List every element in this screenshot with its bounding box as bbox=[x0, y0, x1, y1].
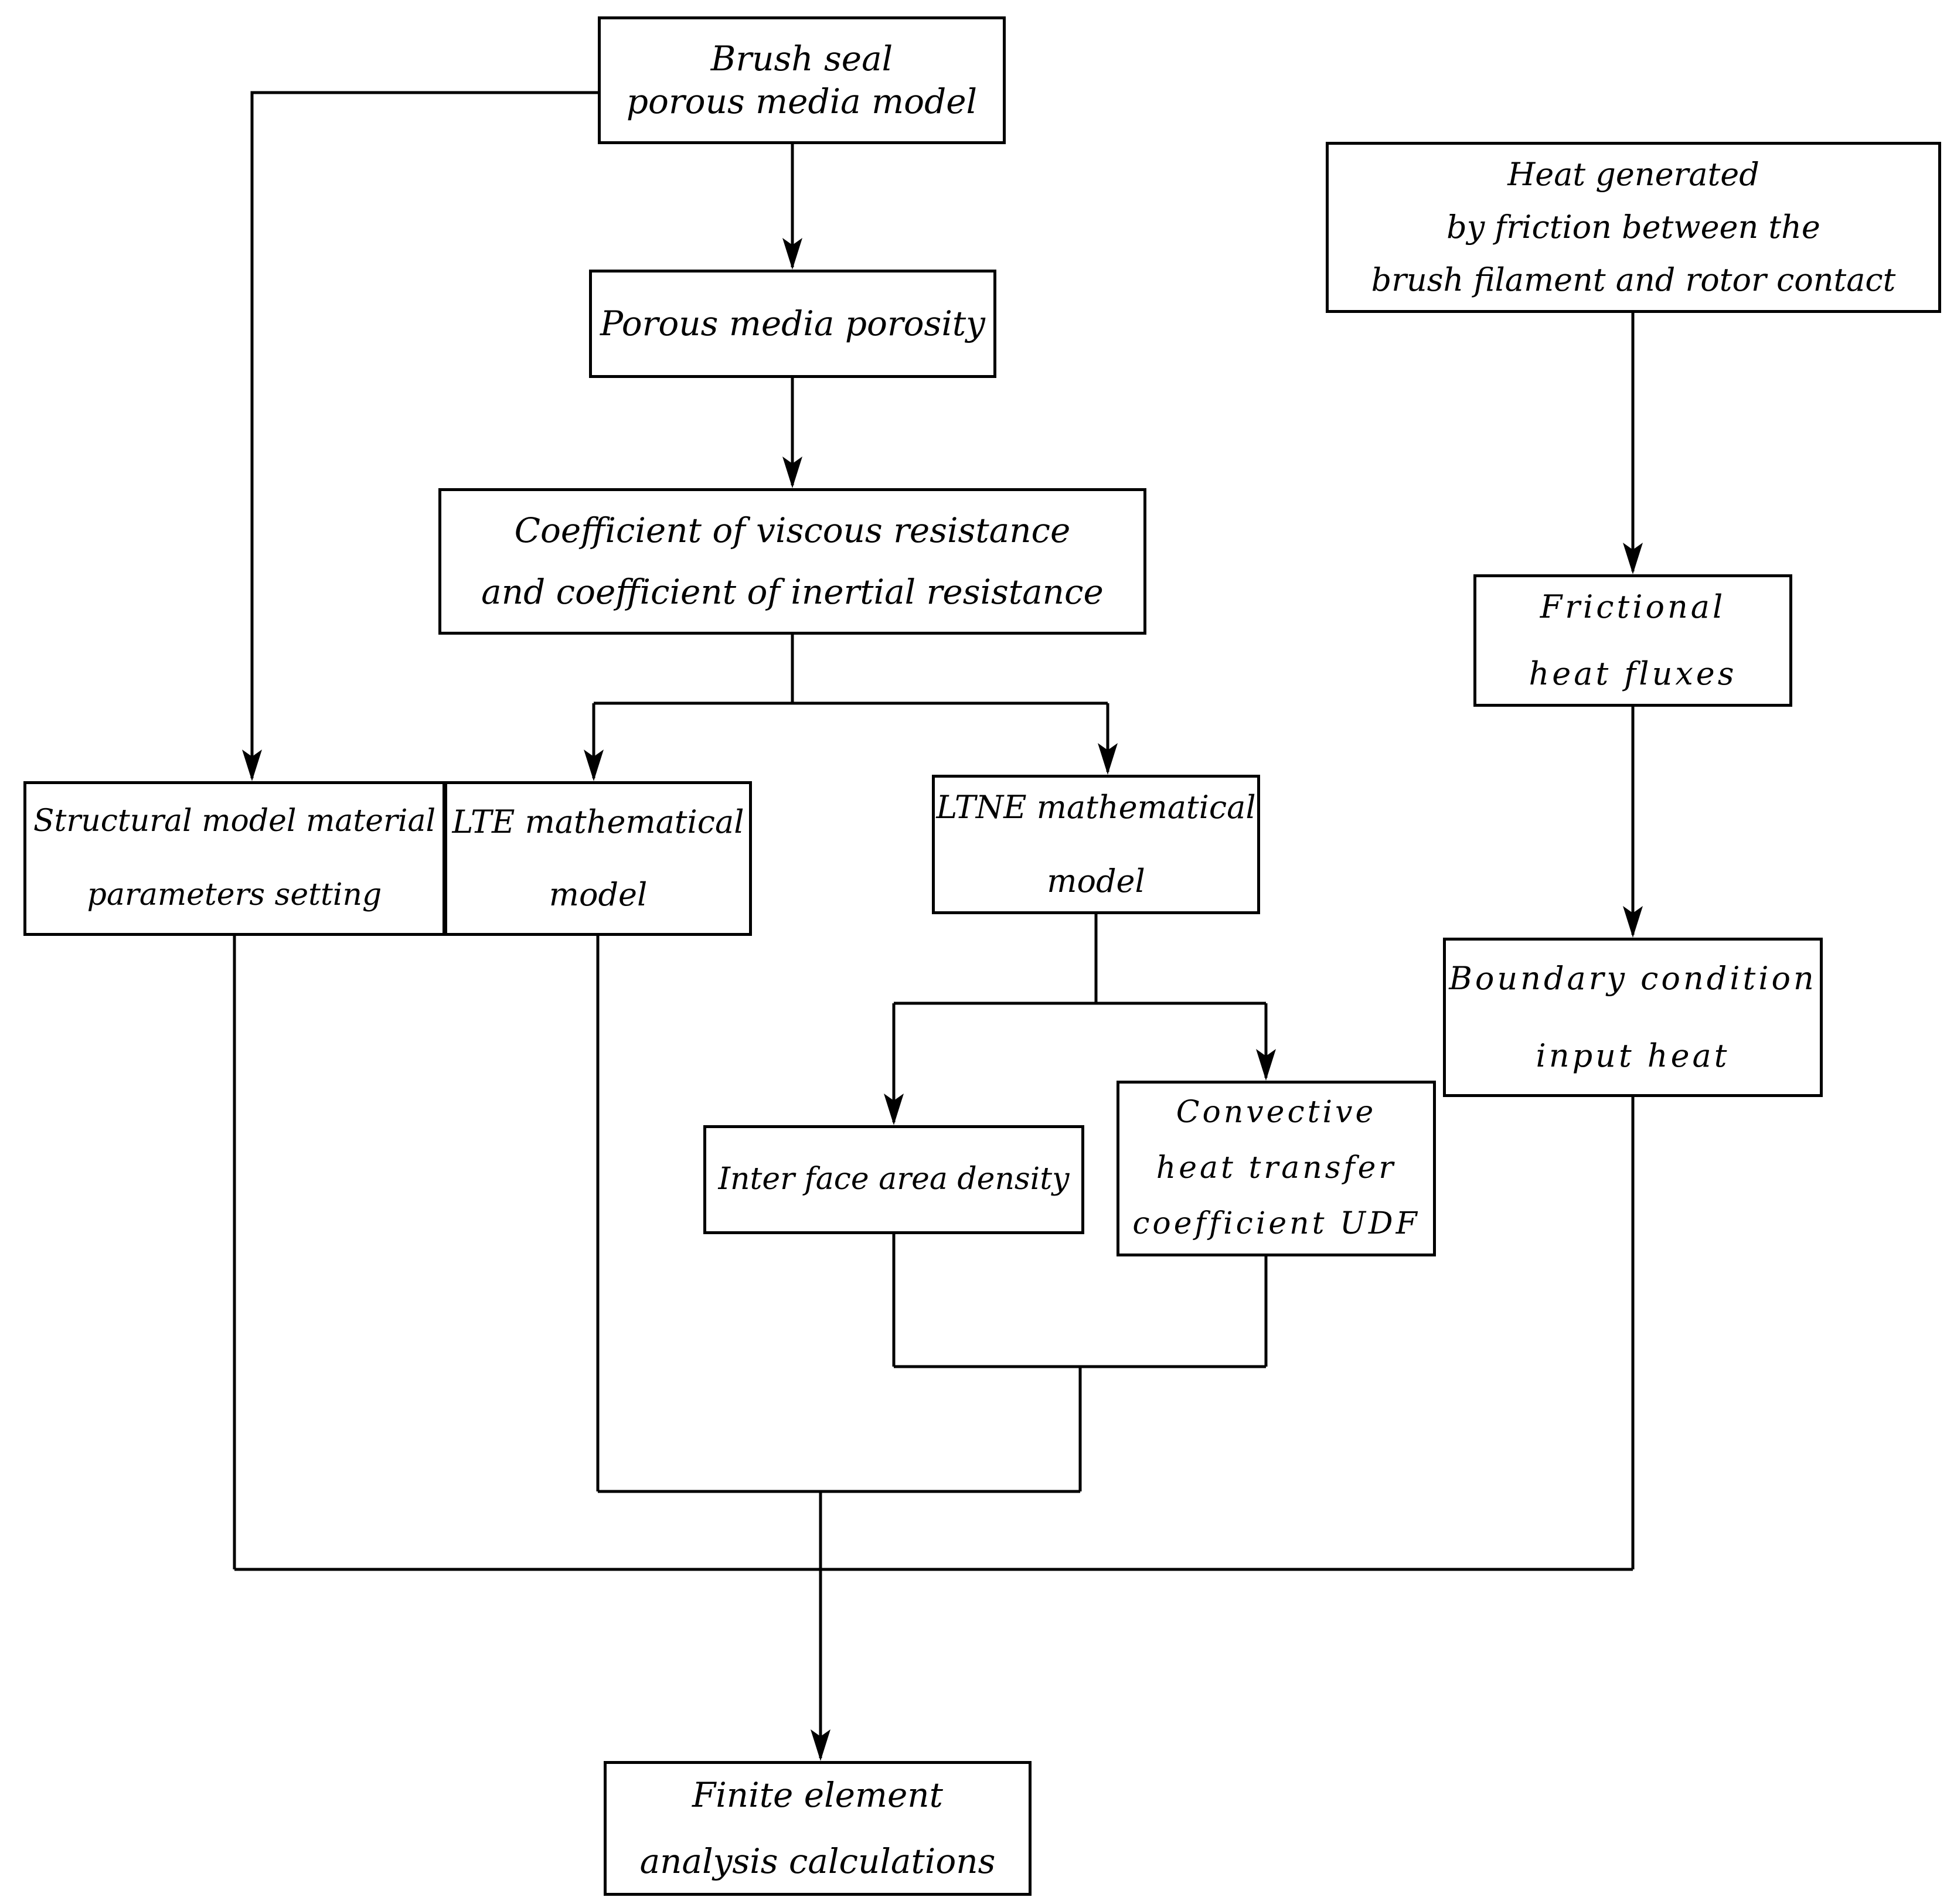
node-label-line: Coefficient of viscous resistance bbox=[514, 510, 1071, 550]
connector-brush-seal-to-structural bbox=[250, 91, 598, 778]
node-label-line: model bbox=[1047, 862, 1145, 900]
node-label-line: Structural model material bbox=[33, 803, 436, 839]
node-label-line: Porous media porosity bbox=[600, 304, 985, 344]
node-viscous-inertial-resistance: Coefficient of viscous resistance and co… bbox=[438, 488, 1146, 635]
node-label-line: and coefficient of inertial resistance bbox=[481, 572, 1104, 612]
node-label-line: parameters setting bbox=[87, 877, 382, 913]
node-label-line: Brush seal bbox=[710, 39, 893, 79]
node-label-line: Convective bbox=[1176, 1095, 1377, 1130]
connector-coefficient-split bbox=[592, 635, 1109, 778]
arrowhead-into-interface bbox=[884, 1094, 904, 1125]
arrowhead-into-lte bbox=[584, 750, 604, 781]
node-label-line: Inter face area density bbox=[718, 1162, 1070, 1197]
arrowhead-into-frictional bbox=[1623, 543, 1643, 574]
node-label-line: model bbox=[549, 876, 648, 913]
node-inter-face-area-density: Inter face area density bbox=[703, 1125, 1084, 1234]
node-label-line: heat transfer bbox=[1156, 1150, 1397, 1186]
connector-lte-merge bbox=[596, 936, 1080, 1493]
node-ltne-mathematical-model: LTNE mathematical model bbox=[932, 775, 1260, 914]
node-porous-media-porosity: Porous media porosity bbox=[589, 270, 996, 378]
arrowhead-into-boundary bbox=[1623, 906, 1643, 938]
node-label-line: Boundary condition bbox=[1449, 960, 1817, 997]
node-frictional-heat-fluxes: Frictional heat fluxes bbox=[1473, 574, 1792, 707]
arrowhead-into-ltne bbox=[1098, 743, 1118, 775]
node-label-line: input heat bbox=[1536, 1037, 1730, 1074]
arrowhead-into-porous bbox=[782, 238, 802, 270]
node-brush-seal-porous-media-model: Brush seal porous media model bbox=[598, 16, 1006, 144]
node-finite-element-analysis: Finite element analysis calculations bbox=[604, 1761, 1032, 1896]
node-label-line: Heat generated bbox=[1507, 156, 1759, 193]
node-convective-heat-transfer-udf: Convective heat transfer coefficient UDF bbox=[1117, 1081, 1436, 1256]
node-label-line: porous media model bbox=[626, 81, 978, 122]
node-label-line: coefficient UDF bbox=[1132, 1206, 1420, 1242]
node-label-line: Frictional bbox=[1540, 588, 1726, 625]
arrowhead-into-convective bbox=[1256, 1049, 1276, 1081]
node-label-line: LTE mathematical bbox=[452, 803, 744, 840]
arrowhead-into-coefficient bbox=[782, 457, 802, 488]
node-structural-model-material: Structural model material parameters set… bbox=[23, 781, 445, 936]
node-boundary-condition-input-heat: Boundary condition input heat bbox=[1443, 938, 1823, 1097]
node-label-line: heat fluxes bbox=[1529, 655, 1737, 692]
arrowhead-into-finite bbox=[811, 1729, 830, 1761]
node-heat-generated-by-friction: Heat generated by friction between the b… bbox=[1326, 142, 1941, 313]
node-lte-mathematical-model: LTE mathematical model bbox=[444, 781, 752, 936]
connector-ltne-split bbox=[892, 914, 1268, 1122]
node-label-line: LTNE mathematical bbox=[936, 789, 1256, 826]
connector-collection-line bbox=[233, 936, 1635, 1571]
connector-interface-convective-merge bbox=[892, 1234, 1268, 1491]
node-label-line: brush filament and rotor contact bbox=[1371, 261, 1896, 298]
arrowhead-into-structural bbox=[242, 750, 262, 781]
node-label-line: by friction between the bbox=[1446, 208, 1820, 246]
node-label-line: Finite element bbox=[692, 1775, 943, 1815]
node-label-line: analysis calculations bbox=[639, 1841, 996, 1882]
